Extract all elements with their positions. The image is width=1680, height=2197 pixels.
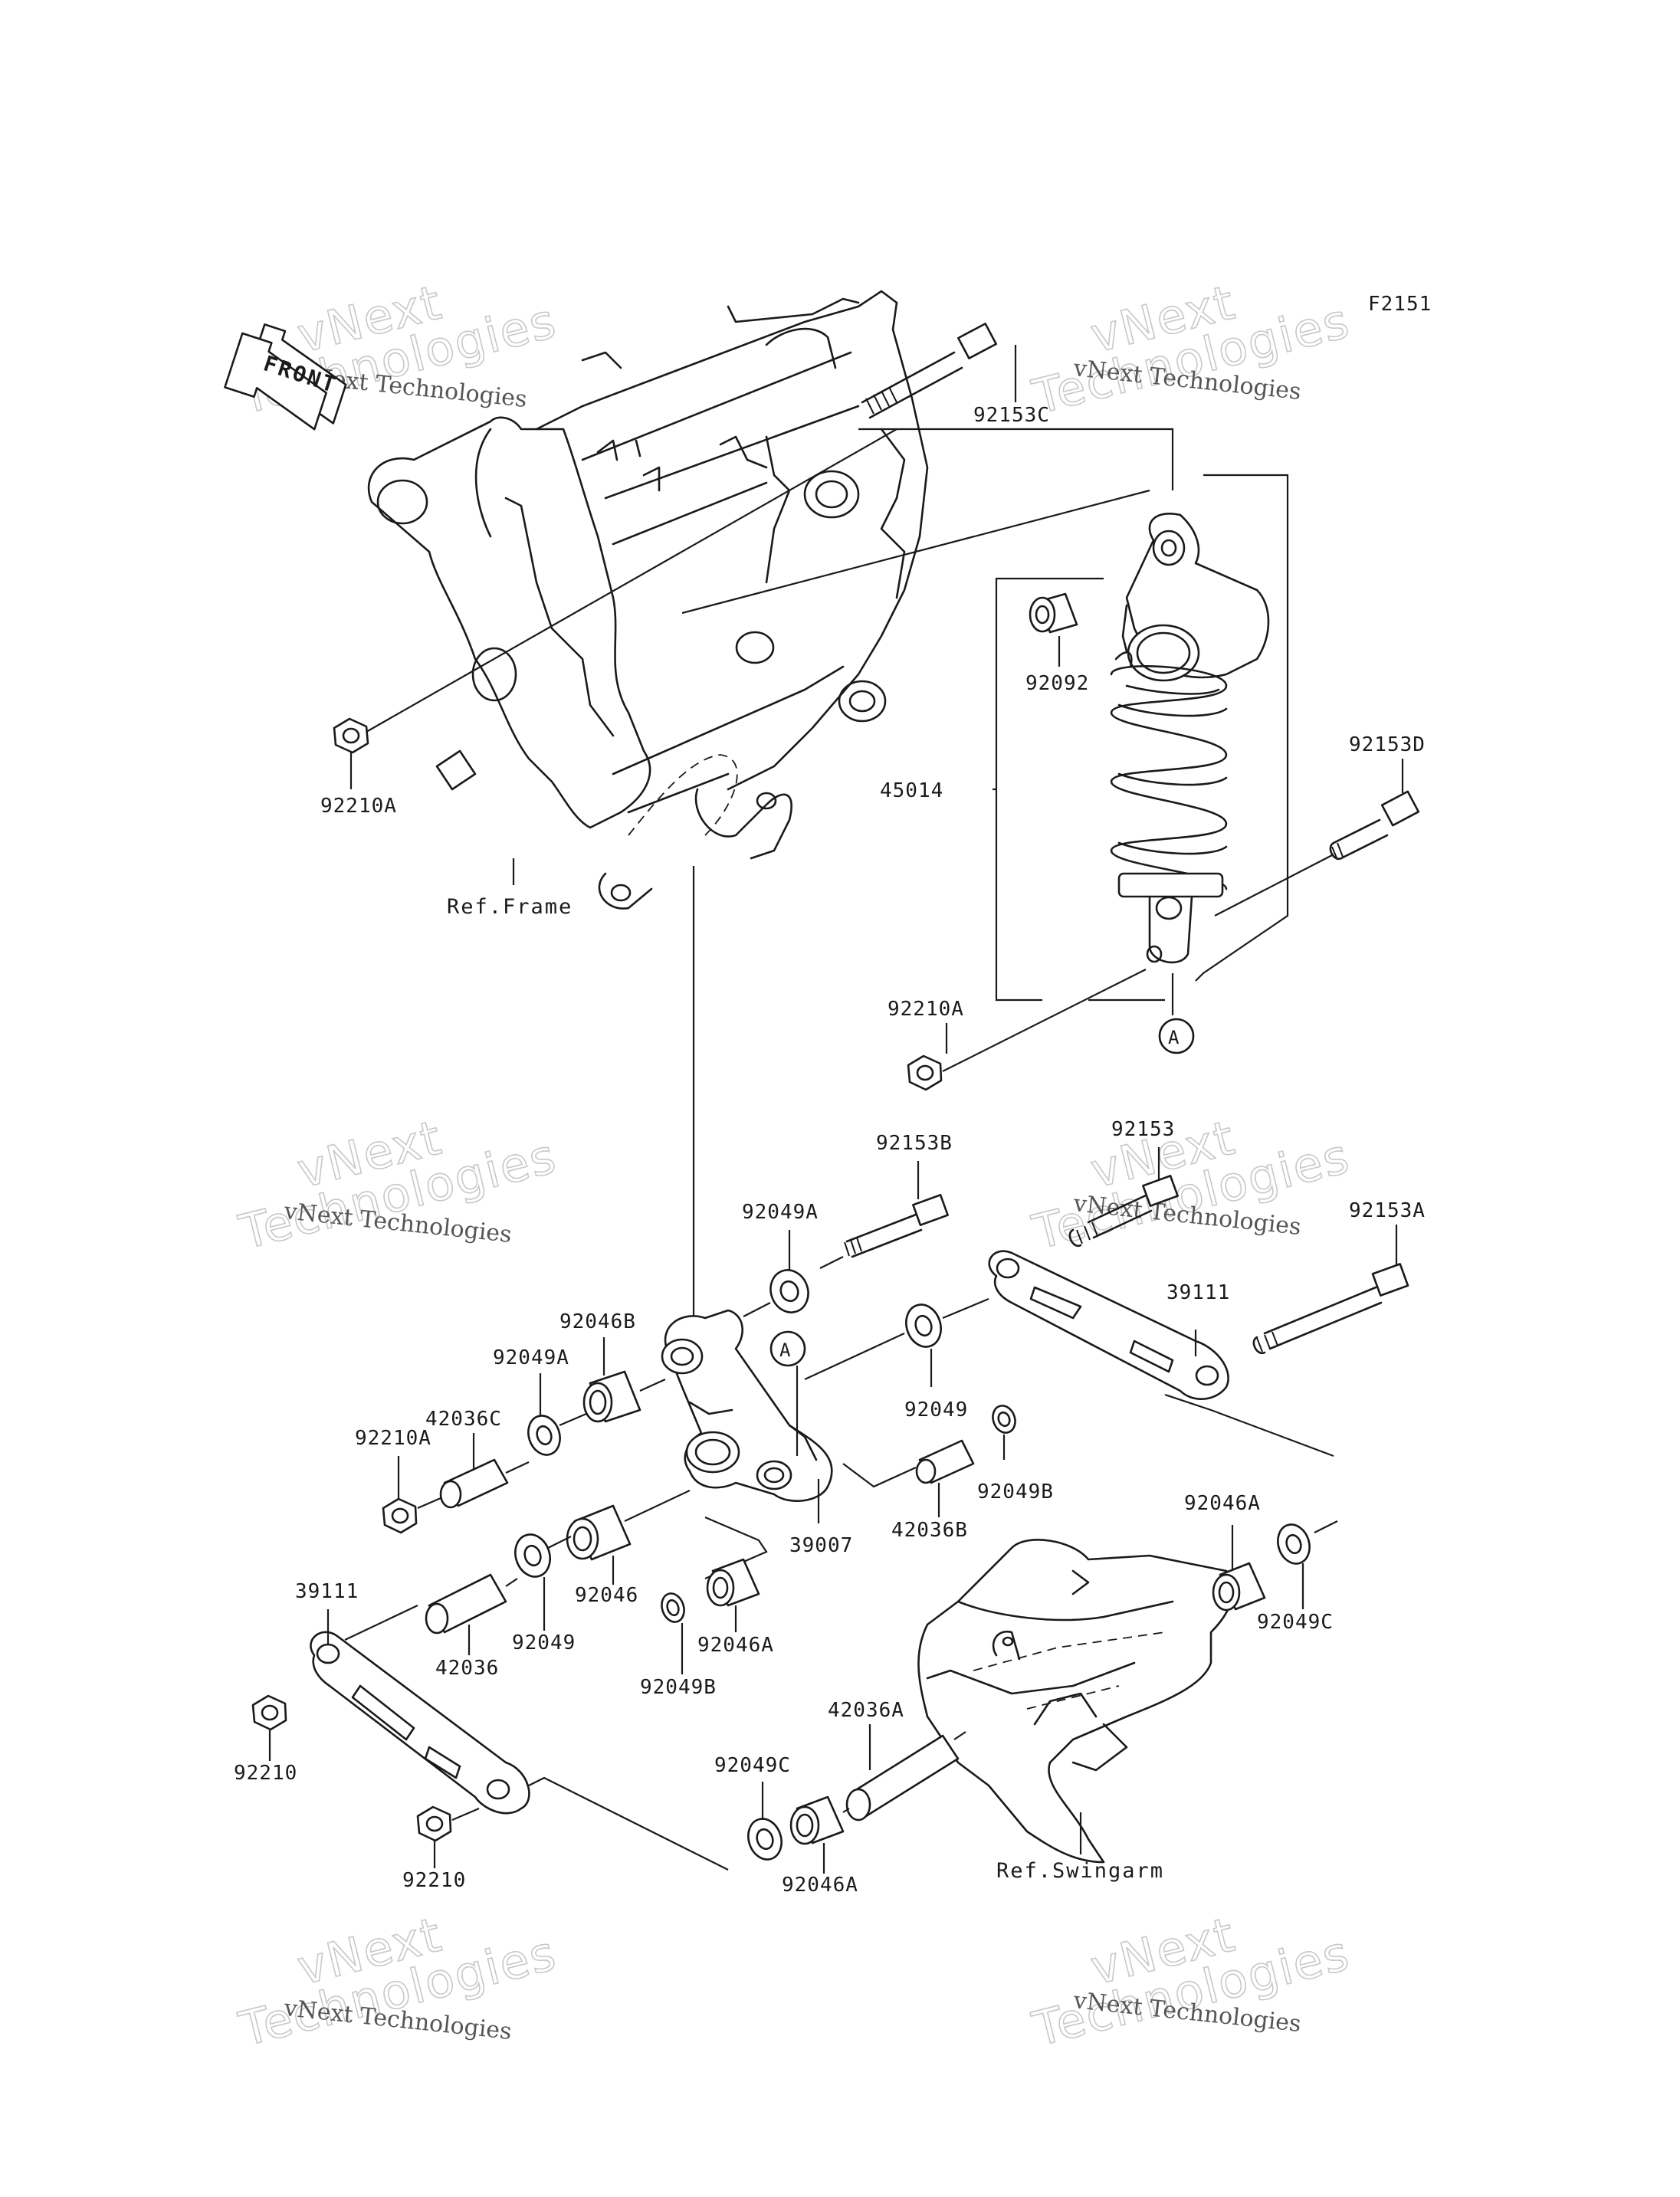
sleeve-42036B-icon [915, 1439, 975, 1484]
nut-92210A-left-icon [382, 1497, 418, 1534]
watermark-top-right: vNext Technologies vNext Technologies [1026, 274, 1356, 426]
seal-92049A-left-icon [527, 1415, 561, 1456]
ref-swingarm-label: Ref.Swingarm [996, 1859, 1164, 1883]
part-label: 92049A [742, 1201, 819, 1224]
nut-92210A-top-icon [333, 717, 369, 754]
callout-a-rocker-label: A [779, 1340, 791, 1361]
part-label: 92046 [575, 1584, 638, 1607]
sleeve-42036A-icon [845, 1734, 960, 1822]
callout-a-top-label: A [1168, 1027, 1180, 1048]
bearing-92046-icon [566, 1504, 632, 1561]
seal-92049C-bottom-icon [747, 1818, 783, 1861]
bearing-92046A-mid-icon [706, 1558, 760, 1607]
part-label: 39111 [295, 1580, 359, 1603]
part-label: 92046A [697, 1634, 774, 1657]
bearing-92046A-bottom-icon [789, 1795, 845, 1845]
part-label: 92049A [493, 1346, 569, 1369]
part-label: 42036B [891, 1519, 968, 1542]
swingarm-assembly [917, 1539, 1234, 1864]
sleeve-42036C-icon [439, 1458, 509, 1509]
seal-92049B-right-icon [992, 1405, 1016, 1434]
part-label: 92210A [320, 795, 397, 818]
part-label: 92046A [1184, 1492, 1261, 1515]
ref-frame-label: Ref.Frame [447, 895, 573, 919]
part-label: 42036 [435, 1657, 499, 1680]
part-label: 92049B [977, 1481, 1054, 1503]
seal-92049A-top-icon [769, 1269, 809, 1313]
part-label: 92049 [904, 1399, 968, 1421]
bolt-92153D-icon [1329, 790, 1420, 861]
figure-code: F2151 [1368, 293, 1432, 316]
watermark-bottom-left: vNext Technologies vNext Technologies [233, 1906, 563, 2058]
part-label: 42036A [828, 1699, 904, 1722]
part-label: 92153A [1349, 1199, 1426, 1222]
part-label: 92049C [714, 1754, 791, 1777]
part-label: 39007 [789, 1534, 853, 1557]
part-label: 92153C [973, 404, 1050, 427]
bearing-92046B-icon [582, 1370, 641, 1423]
nut-92210A-mid-icon [907, 1054, 943, 1091]
bolt-92153-icon [1068, 1175, 1179, 1248]
part-label: 92210A [355, 1427, 431, 1450]
watermark-mid-left: vNext Technologies vNext Technologies [233, 1109, 563, 1261]
callout-a-rocker: A [769, 1330, 806, 1367]
part-label: 92210A [888, 998, 964, 1021]
bolt-92153A-icon [1252, 1263, 1409, 1355]
part-label: 92153 [1111, 1118, 1175, 1141]
sleeve-42036-icon [425, 1573, 507, 1635]
part-label: 92092 [1025, 672, 1089, 695]
part-label: 92153B [876, 1132, 953, 1155]
part-label: 92049C [1257, 1611, 1334, 1634]
tie-rod-39111-right-icon [988, 1250, 1229, 1400]
part-label: 39111 [1166, 1281, 1230, 1304]
callout-a-top: A [1158, 1018, 1195, 1054]
bolt-92153C-icon [861, 323, 998, 419]
bearing-92046A-right-icon [1212, 1562, 1266, 1612]
part-label: 45014 [880, 779, 943, 802]
part-label: 92210 [402, 1869, 466, 1892]
part-labels: 92153C 92092 92153D 45014 92210A 92210A … [234, 404, 1426, 1897]
part-label: 92049 [512, 1631, 576, 1654]
part-label: 42036C [425, 1408, 502, 1431]
part-label: 92153D [1349, 733, 1426, 756]
shock-absorber-icon [1110, 513, 1270, 964]
part-label: 92049B [640, 1676, 717, 1699]
frame-assembly [367, 290, 929, 910]
part-label: 92210 [234, 1762, 297, 1785]
seal-92049B-left-icon [661, 1592, 685, 1623]
tie-rod-39111-left-icon [310, 1631, 530, 1815]
seal-92049C-right-icon [1277, 1523, 1311, 1565]
bolt-92153B-icon [844, 1194, 949, 1258]
nut-92210-left-icon [251, 1694, 287, 1731]
nut-92210-bottom-icon [416, 1805, 452, 1842]
rocker-arm-39007-icon [661, 1309, 833, 1503]
watermark-bottom-right: vNext Technologies vNext Technologies [1026, 1906, 1356, 2058]
part-label: 92046B [559, 1310, 636, 1333]
collar-92092-icon [1029, 592, 1078, 634]
watermark-mid-right: vNext Technologies vNext Technologies [1026, 1109, 1356, 1261]
seal-92049-right-icon [905, 1303, 942, 1348]
part-label: 92046A [782, 1874, 858, 1897]
seal-92049-left-icon [514, 1533, 551, 1578]
